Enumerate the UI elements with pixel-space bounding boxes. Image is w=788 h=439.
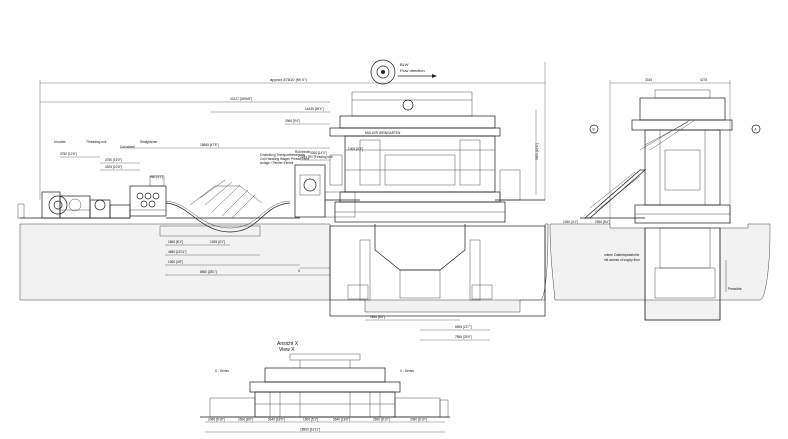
dim-v2: 2590 [8'6"]: [238, 418, 253, 422]
dim-v7: 2080 [6'10"]: [410, 418, 427, 422]
loop-pit: [159, 225, 261, 237]
flow-top-label: BLW: [400, 62, 409, 67]
dim-b9: 6895 [22'7"]: [455, 325, 472, 329]
dim-x-mark: X: [298, 269, 301, 273]
label-coil-wheel: Coil wheel: [120, 145, 135, 149]
label-feeding-unit: Feeding unit: [315, 155, 333, 159]
dim-d5: 3750 [12'6"]: [60, 152, 77, 156]
label-straightener: Straightener: [140, 140, 158, 144]
dim-b1: 1865 [6'1"]: [168, 240, 183, 244]
foundation-note-1: untere Zufahrtsplatzhöhe: [604, 253, 640, 257]
dim-d10: 4260 [14'0"]: [310, 151, 327, 155]
dim-d11: 2744 [9'0"]: [300, 155, 315, 159]
straightener-station: [129, 175, 167, 217]
dim-d9: 960 [3'1"]: [150, 175, 163, 179]
ground-section: [19, 223, 549, 313]
dim-v5: 5640 [18'6"]: [333, 418, 350, 422]
end-view: 3315 4275 B A 1260 [4'1"] 2550 [8'4"] un…: [549, 78, 771, 321]
dim-d4: 2960 [9'4"]: [285, 119, 300, 123]
dim-b7: 1840 [6'0"]: [370, 315, 385, 319]
dim-v1: 2080 [6'10"]: [208, 418, 225, 422]
brand-label: MÜLLER WEINGARTEN: [365, 131, 401, 135]
view-x: Ansicht X View X X - Series X - Series 2…: [200, 341, 450, 433]
side-elevation-view: approx 87810 (fill 0") 33127 [1896'8"] 1…: [17, 59, 549, 341]
dim-r1: 3315: [645, 78, 652, 82]
presslinie-label: Presslinie: [728, 287, 742, 291]
dim-d6: 4780 [16'0"]: [105, 158, 122, 162]
flow-direction-label: Flow direction: [400, 68, 425, 73]
section-b-label: B: [593, 128, 595, 132]
label-processing-3: Anlage / Feeder Einheit: [260, 161, 293, 165]
dim-r2: 4275: [700, 78, 707, 82]
x-series-left: X - Series: [215, 369, 229, 373]
feeder-station: [294, 164, 360, 218]
press: MÜLLER WEINGARTEN: [329, 91, 545, 301]
label-threading-unit: Threading unit: [86, 140, 106, 144]
label-processing-2: Coil-Handling Wagen Presse/Feed: [260, 157, 309, 161]
press-pit: [329, 225, 546, 317]
dim-b3: 1265 [4'1"]: [210, 240, 225, 244]
dim-r3: 1260 [4'1"]: [563, 220, 578, 224]
dim-v4: 1600 [5'3"]: [303, 418, 318, 422]
label-processing-1: Einstellung Transportbewegung: [260, 153, 305, 157]
dim-b5: 1360 [4'5"]: [168, 260, 183, 264]
section-a-label: A: [755, 128, 758, 132]
dim-d13: 1000 [3'3"]: [348, 147, 363, 151]
dim-v6: 2690 [8'10"]: [373, 418, 390, 422]
dim-b10: 7855 [25'9"]: [455, 335, 472, 339]
dim-v3: 5640 [18'6"]: [268, 418, 285, 422]
strip-loop: [165, 179, 300, 233]
dim-b2: 4850 [15'11"]: [168, 250, 186, 254]
dim-overall: approx 87810 (fill 0"): [270, 77, 307, 82]
dim-d2: 14435 [39'4"]: [305, 107, 324, 111]
dim-h1: 5825 [19'1"]: [535, 143, 539, 160]
uncoiler-station: [17, 191, 131, 219]
foundation-note-2: mit access of supply floor: [604, 258, 641, 262]
dim-d3: 18865 [47'8"]: [200, 143, 219, 147]
dim-b4: 8560 [28'1"]: [200, 270, 217, 274]
section-marker-a: [751, 124, 761, 134]
dim-d7: 3525 [10'8"]: [105, 165, 122, 169]
dim-d1: 33127 [1896'8"]: [230, 97, 252, 101]
label-feeder: Roll feeder: [295, 150, 311, 154]
view-x-title-de: Ansicht X: [277, 341, 299, 347]
x-series-right: X - Series: [400, 369, 414, 373]
dim-v8: 18890 [61'11"]: [300, 428, 320, 432]
flow-direction-marker: BLW Flow direction: [370, 59, 437, 111]
bottom-dimensions: 1865 [6'1"] 1265 [4'1"] 4850 [15'11"] 13…: [165, 240, 490, 341]
label-uncoiler: Uncoiler: [54, 140, 67, 144]
section-marker-b: [589, 124, 599, 134]
view-x-title-en: View X: [279, 347, 295, 353]
dim-r4: 2550 [8'4"]: [595, 220, 610, 224]
